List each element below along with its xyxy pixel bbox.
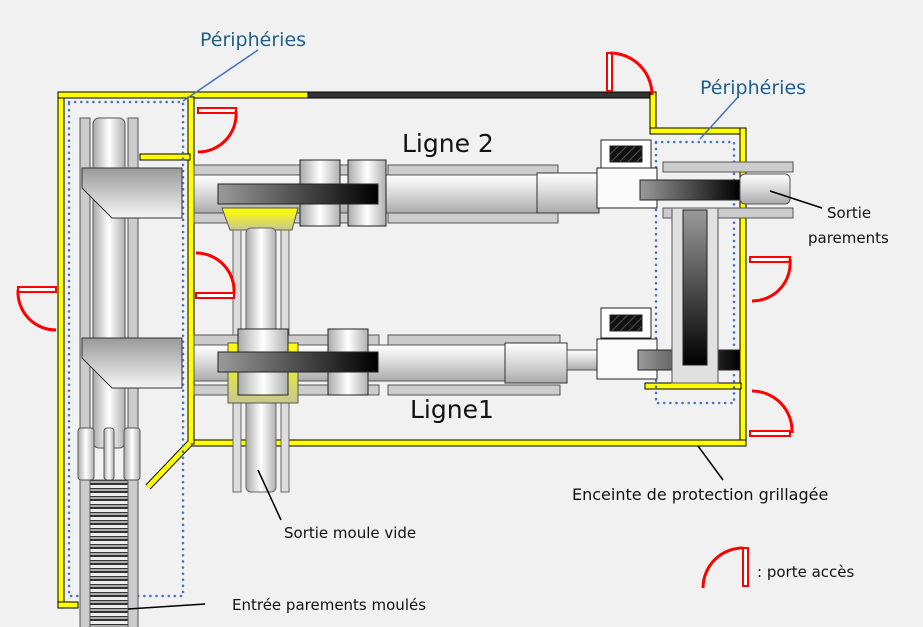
exit-empty-mold-label: Sortie moule vide [284, 524, 416, 542]
door-swing-icon [749, 256, 792, 303]
protective-fence [57, 91, 747, 609]
fence-label: Enceinte de protection grillagée [572, 485, 828, 504]
legend: : porte accès [701, 546, 854, 589]
exit-panels-label-1: Sortie [827, 204, 871, 222]
peripherals-label-right: Périphéries [700, 77, 806, 99]
line1-machine [193, 307, 741, 404]
line2-label: Ligne 2 [402, 129, 494, 158]
access-doors [16, 51, 794, 437]
transfer-hopper-line1 [81, 337, 183, 389]
door-swing-icon [16, 286, 57, 332]
entry-molded-panels-label: Entrée parements moulés [232, 596, 426, 614]
peripherals-boundary-right [654, 140, 736, 405]
exit-panels-label-2: parements [808, 229, 889, 247]
line2-machine [193, 139, 794, 231]
transfer-hopper-line2 [81, 167, 183, 219]
door-swing-icon [701, 546, 749, 589]
line1-label: Ligne1 [410, 395, 494, 424]
door-swing-icon [606, 51, 654, 96]
legend-door-label: : porte accès [757, 563, 854, 581]
panels-exit-transfer [671, 207, 719, 384]
peripherals-label-left: Périphéries [200, 29, 306, 51]
door-swing-icon [195, 251, 236, 299]
door-swing-icon [197, 107, 238, 154]
door-swing-icon [749, 389, 794, 437]
